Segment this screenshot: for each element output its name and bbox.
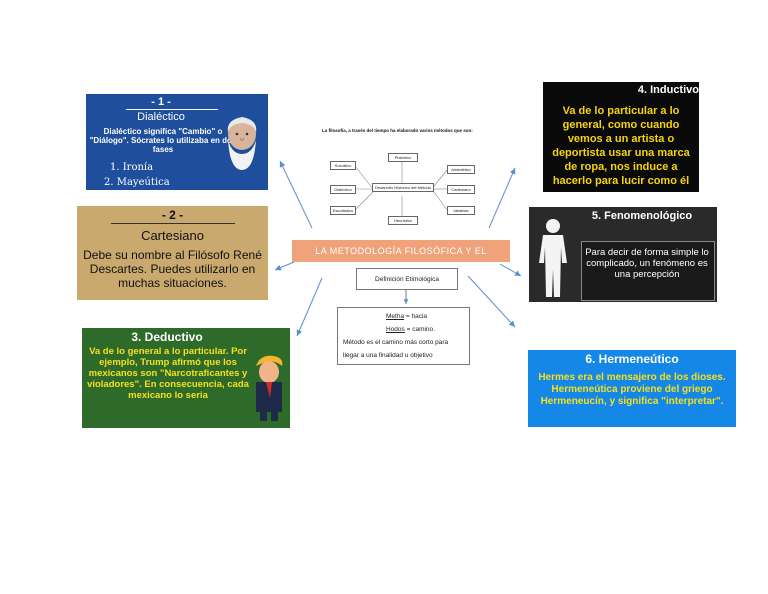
card-dialectico: - 1 - Dialéctico Dialéctico significa "C… (86, 94, 268, 190)
card-number: - 2 - (161, 208, 184, 222)
mini-node-escolastico: Escolástico (330, 206, 356, 215)
card-description: Va de lo general a lo particular. Por ej… (87, 346, 249, 401)
card-title: 6. Hermeneútico (585, 352, 679, 366)
title-divider (126, 109, 218, 110)
card-title: 5. Fenomenológico (591, 210, 693, 222)
mini-node-cartesiano: Cartesiano (447, 185, 475, 194)
central-banner: LA METODOLOGÍA FILOSÓFICA Y EL DOCENTE (292, 240, 510, 278)
card-title: 4. Inductivo (637, 84, 699, 96)
title-divider (111, 223, 235, 224)
mini-node-socratico: Socrático (330, 161, 356, 170)
trump-caricature (256, 355, 283, 421)
description-box (581, 241, 715, 301)
card-description: Dialéctico significa "Cambio" o "Diálogo… (89, 127, 237, 154)
card-fenomenologico: 5. Fenomenológico Para decir de forma si… (529, 207, 717, 302)
etymology-box: Metha = hacia Hodos = camino. Método es … (337, 307, 470, 365)
card-description: Para decir de forma simple lo complicado… (585, 247, 709, 280)
etymology-metha: Metha = hacia (386, 313, 428, 320)
mini-node-platonico: Platónico (388, 153, 418, 162)
card-cartesiano: - 2 - Cartesiano Debe su nombre al Filós… (77, 206, 268, 300)
arrow-to-cartesiano (274, 261, 295, 271)
arrow-to-hermeneutico (467, 275, 516, 328)
mini-node-heuristico: Heurístico (388, 216, 418, 225)
step-mayeutica: 2. Mayeútica (104, 177, 170, 188)
card-hermeneutico: 6. Hermeneútico Hermes era el mensajero … (528, 350, 736, 427)
arrow-to-inductivo (488, 167, 516, 229)
card-title: Dialéctico (137, 111, 185, 123)
etymology-line4: llegar a una finalidad u objetivo (343, 352, 433, 359)
card-inductivo: 4. Inductivo Va de lo particular a lo ge… (543, 82, 699, 192)
intro-text: La filosofía, a través del tiempo ha ela… (322, 128, 473, 133)
card-title: 3. Deductivo (131, 330, 203, 344)
definition-box: Definición Etimológica (356, 268, 458, 290)
mini-node-dialectico: Dialéctico (330, 185, 356, 194)
arrow-to-deductivo (296, 277, 323, 337)
socrates-portrait (227, 117, 257, 170)
human-silhouette-icon (539, 219, 567, 297)
etymology-line3: Método es el camino más corto para (343, 339, 449, 346)
arrow-to-dialectico (279, 160, 313, 229)
mini-node-aristotelico: Aristotélico (447, 165, 475, 174)
step-ironia: 1. Ironía (110, 162, 154, 173)
mini-node-center: Desarrollo Histórico del Método (372, 183, 434, 192)
card-deductivo: 3. Deductivo Va de lo general a lo parti… (82, 328, 290, 428)
card-description: Debe su nombre al Filósofo René Descarte… (83, 248, 262, 290)
card-title: Cartesiano (141, 228, 204, 243)
etymology-hodos: Hodos = camino. (386, 326, 435, 333)
mini-node-idealista: Idealista (447, 206, 475, 215)
card-number: - 1 - (151, 96, 171, 108)
card-description: Hermes era el mensajero de los dioses. H… (538, 372, 726, 407)
arrow-to-fenomenologico (499, 263, 522, 277)
card-description: Va de lo particular a lo general, como c… (552, 105, 690, 187)
